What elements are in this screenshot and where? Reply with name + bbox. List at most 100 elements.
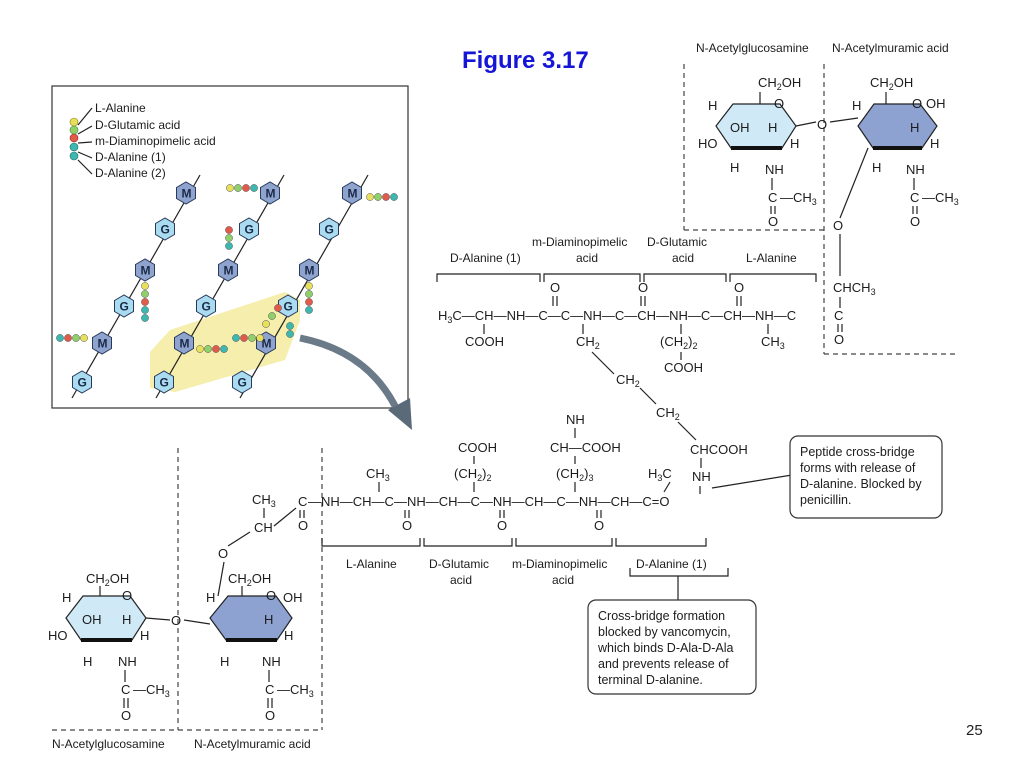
glcnac-hexagon: G <box>72 370 92 394</box>
peptide-callout-line-2: forms with release of <box>800 461 916 475</box>
murnac-hexagon: M <box>260 181 280 205</box>
svg-text:COOH: COOH <box>664 360 703 375</box>
svg-text:O: O <box>218 546 228 561</box>
svg-text:O: O <box>550 280 560 295</box>
svg-text:O: O <box>774 96 784 111</box>
svg-text:H: H <box>220 654 229 669</box>
amino-acid-bead <box>286 322 294 330</box>
amino-acid-bead <box>268 312 276 320</box>
amino-acid-bead <box>80 334 88 342</box>
top-label-m-dap-1: m-Diaminopimelic <box>532 235 627 249</box>
vancomycin-callout-line-4: and prevents release of <box>598 657 729 671</box>
svg-text:C: C <box>768 190 777 205</box>
bottom-peptidoglycan-structure: N-Acetylglucosamine N-Acetylmuramic acid… <box>48 412 729 751</box>
svg-text:NH: NH <box>566 412 585 427</box>
svg-text:CHCOOH: CHCOOH <box>690 442 748 457</box>
legend-m-diaminopimelic-acid: m-Diaminopimelic acid <box>95 134 216 148</box>
svg-text:H: H <box>206 590 215 605</box>
svg-text:H: H <box>730 160 739 175</box>
legend-d-glutamic-acid: D-Glutamic acid <box>95 118 180 132</box>
svg-text:G: G <box>202 300 211 314</box>
murnac-hexagon: M <box>135 258 155 282</box>
top-label-m-dap-2: acid <box>576 251 598 265</box>
vancomycin-callout-line-5: terminal D-alanine. <box>598 673 703 687</box>
amino-acid-bead <box>196 345 204 353</box>
svg-text:C: C <box>121 682 130 697</box>
svg-text:CH2OH: CH2OH <box>758 75 801 92</box>
svg-text:O: O <box>638 280 648 295</box>
svg-text:H: H <box>708 98 717 113</box>
amino-acid-bead <box>374 193 382 201</box>
amino-acid-bead <box>225 242 233 250</box>
amino-acid-bead <box>242 184 250 192</box>
bottom-glcnac-ring: CH2OH O H OH H HO H H NH C —CH3 O <box>48 571 170 723</box>
svg-text:CH3: CH3 <box>761 334 785 351</box>
amino-acid-bead <box>56 334 64 342</box>
svg-text:H: H <box>122 612 131 627</box>
legend-d-alanine-2: D-Alanine (2) <box>95 166 166 180</box>
bottom-murnac-ring: CH2OH O OH H H H H NH C —CH3 O <box>206 571 314 723</box>
glcnac-hexagon: G <box>196 294 216 318</box>
amino-acid-bead <box>286 330 294 338</box>
amino-acid-bead <box>274 304 282 312</box>
svg-text:CH3: CH3 <box>366 466 390 483</box>
svg-text:NH: NH <box>906 162 925 177</box>
murnac-hexagon: M <box>174 331 194 355</box>
peptidoglycan-inset: L-Alanine D-Glutamic acid m-Diaminopimel… <box>51 85 409 409</box>
amino-acid-bead <box>305 290 313 298</box>
svg-text:O: O <box>594 518 604 533</box>
murnac-hexagon: M <box>176 181 196 205</box>
top-glcnac-ring: CH2OH O H OH HO H H H NH C —CH3 O <box>698 75 817 229</box>
svg-text:—CH3: —CH3 <box>780 190 817 207</box>
page-number: 25 <box>966 722 983 739</box>
amino-acid-bead <box>220 345 228 353</box>
svg-text:H: H <box>768 120 777 135</box>
svg-text:O: O <box>266 588 276 603</box>
svg-text:O: O <box>912 96 922 111</box>
svg-text:G: G <box>284 300 293 314</box>
zoom-arrow <box>299 334 412 430</box>
amino-acid-bead <box>382 193 390 201</box>
top-residue-brackets: D-Alanine (1) m-Diaminopimelic acid D-Gl… <box>436 235 817 282</box>
svg-text:M: M <box>98 337 108 351</box>
vancomycin-callout: Cross-bridge formation blocked by vancom… <box>587 599 757 695</box>
svg-text:O: O <box>122 588 132 603</box>
svg-text:M: M <box>262 337 272 351</box>
svg-text:CH: CH <box>254 520 273 535</box>
amino-acid-bead <box>305 298 313 306</box>
svg-text:NH: NH <box>765 162 784 177</box>
vancomycin-callout-line-2: blocked by vancomycin, <box>598 625 731 639</box>
glcnac-hexagon: G <box>232 370 252 394</box>
svg-text:CH2: CH2 <box>576 334 600 351</box>
svg-text:H: H <box>62 590 71 605</box>
amino-acid-bead <box>64 334 72 342</box>
bottom-label-l-alanine: L-Alanine <box>346 557 397 571</box>
svg-text:OH: OH <box>283 590 303 605</box>
top-label-d-glu-1: D-Glutamic <box>647 235 707 249</box>
svg-text:NH: NH <box>118 654 137 669</box>
murnac-hexagon: M <box>218 258 238 282</box>
svg-text:O: O <box>768 214 778 229</box>
svg-text:H: H <box>83 654 92 669</box>
svg-text:H: H <box>872 160 881 175</box>
bottom-label-m-dap-2: acid <box>552 573 574 587</box>
peptide-cross-bridge-callout: Peptide cross-bridge forms with release … <box>711 435 943 519</box>
amino-acid-bead <box>232 334 240 342</box>
svg-text:CH3: CH3 <box>252 492 276 509</box>
svg-text:—CH3: —CH3 <box>922 190 959 207</box>
figure-title: Figure 3.17 <box>462 47 589 74</box>
top-murnac-name: N-Acetylmuramic acid <box>832 41 949 55</box>
svg-text:O: O <box>497 518 507 533</box>
svg-text:CH2OH: CH2OH <box>870 75 913 92</box>
svg-text:H: H <box>284 628 293 643</box>
murnac-hexagon: M <box>342 181 362 205</box>
svg-text:O: O <box>171 613 181 628</box>
top-label-d-alanine-1: D-Alanine (1) <box>450 251 521 265</box>
svg-text:CHCH3: CHCH3 <box>833 280 876 297</box>
peptide-callout-line-4: penicillin. <box>800 493 851 507</box>
glcnac-hexagon: G <box>319 217 339 241</box>
svg-text:—CH3: —CH3 <box>277 682 314 699</box>
bottom-label-d-glu-2: acid <box>450 573 472 587</box>
svg-text:M: M <box>141 264 151 278</box>
amino-acid-bead <box>366 193 374 201</box>
